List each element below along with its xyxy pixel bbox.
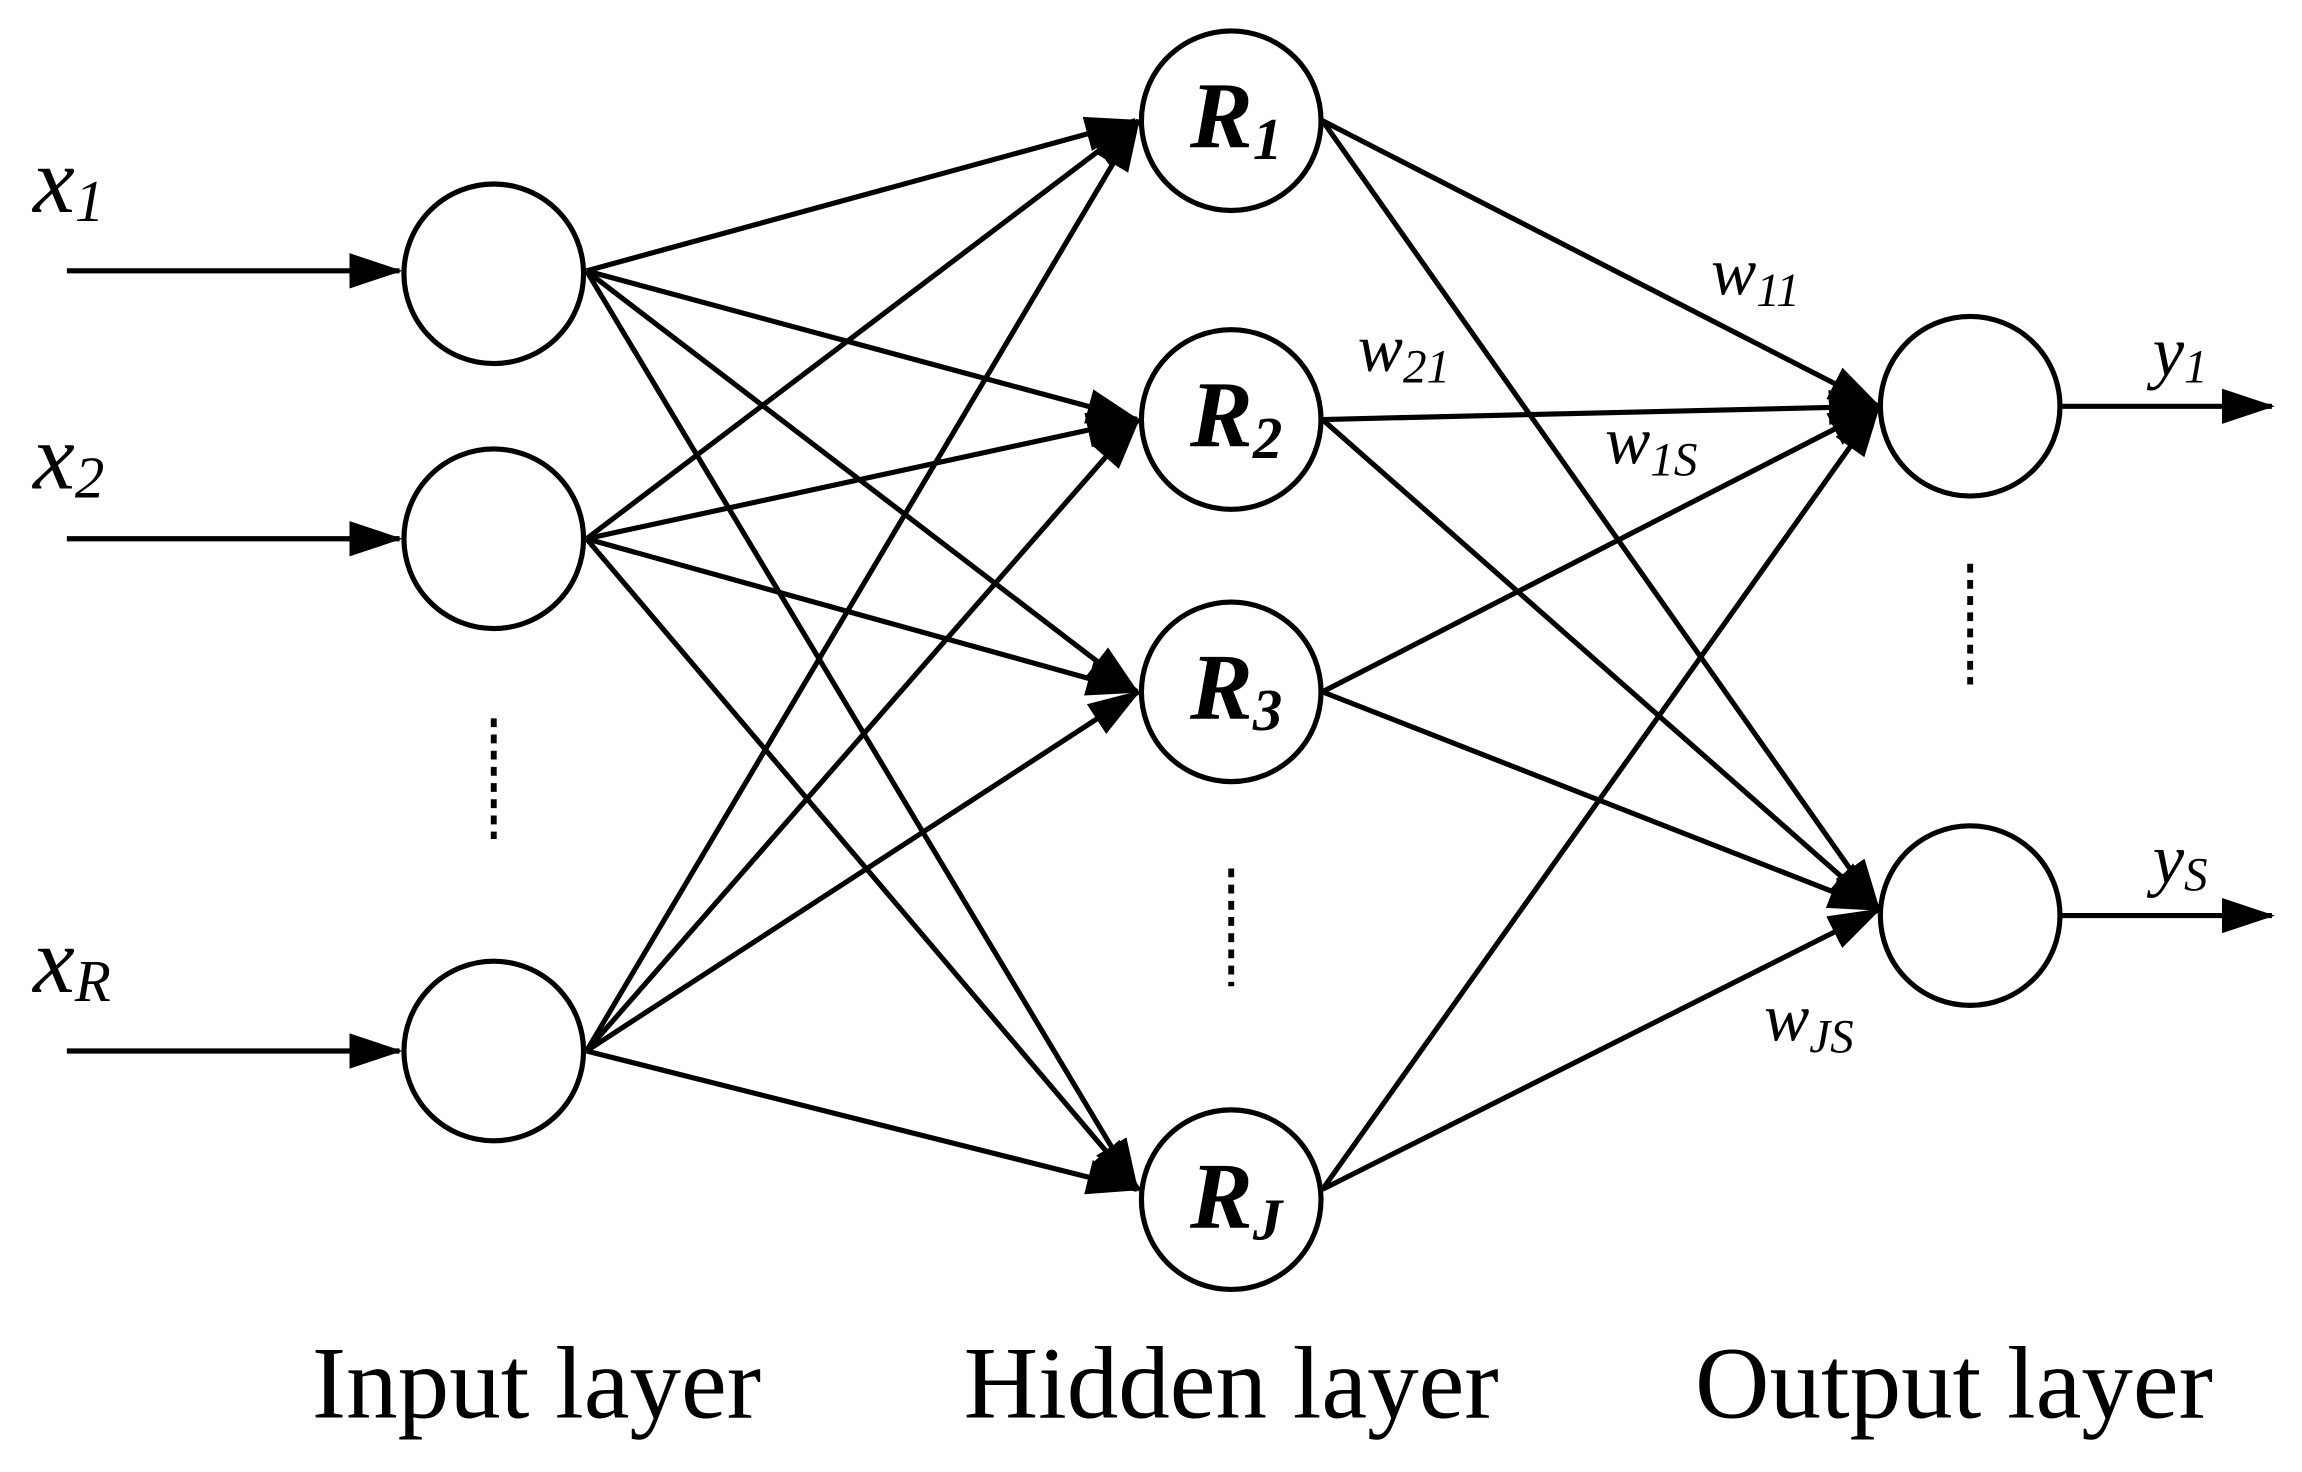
hidden-label-j: RJ [1189,1145,1284,1253]
input-node-r [401,958,587,1144]
hidden-node-3 [1138,599,1324,785]
output-layer-title: Output layer [1695,1327,2213,1441]
output-label-1: y1 [2147,313,2208,393]
hidden-label-1: R1 [1189,64,1282,172]
weight-label-w1s: w1S [1605,404,1697,487]
hidden-node-j [1138,1107,1324,1293]
hidden-label-2: R2 [1189,363,1282,471]
input-label-2: x2 [31,406,104,511]
output-node-s [1877,823,2063,1008]
input-label-r: xR [31,909,111,1014]
weight-label-w21: w21 [1358,311,1450,394]
hidden-label-3: R3 [1189,635,1282,743]
hidden-layer-title: Hidden layer [964,1327,1499,1441]
output-node-1 [1877,313,2063,499]
output-label-s: yS [2147,821,2208,901]
input-layer-title: Input layer [312,1327,761,1441]
weight-label-wjs: wJS [1764,981,1854,1064]
hidden-node-2 [1138,327,1324,512]
input-label-1: x1 [31,129,104,234]
input-hidden-connections [584,116,1141,1195]
hidden-output-connections [1320,118,1882,1192]
hidden-node-1 [1138,28,1324,214]
input-node-2 [401,446,587,632]
weight-label-w11: w11 [1711,234,1800,317]
input-node-1 [401,181,587,367]
